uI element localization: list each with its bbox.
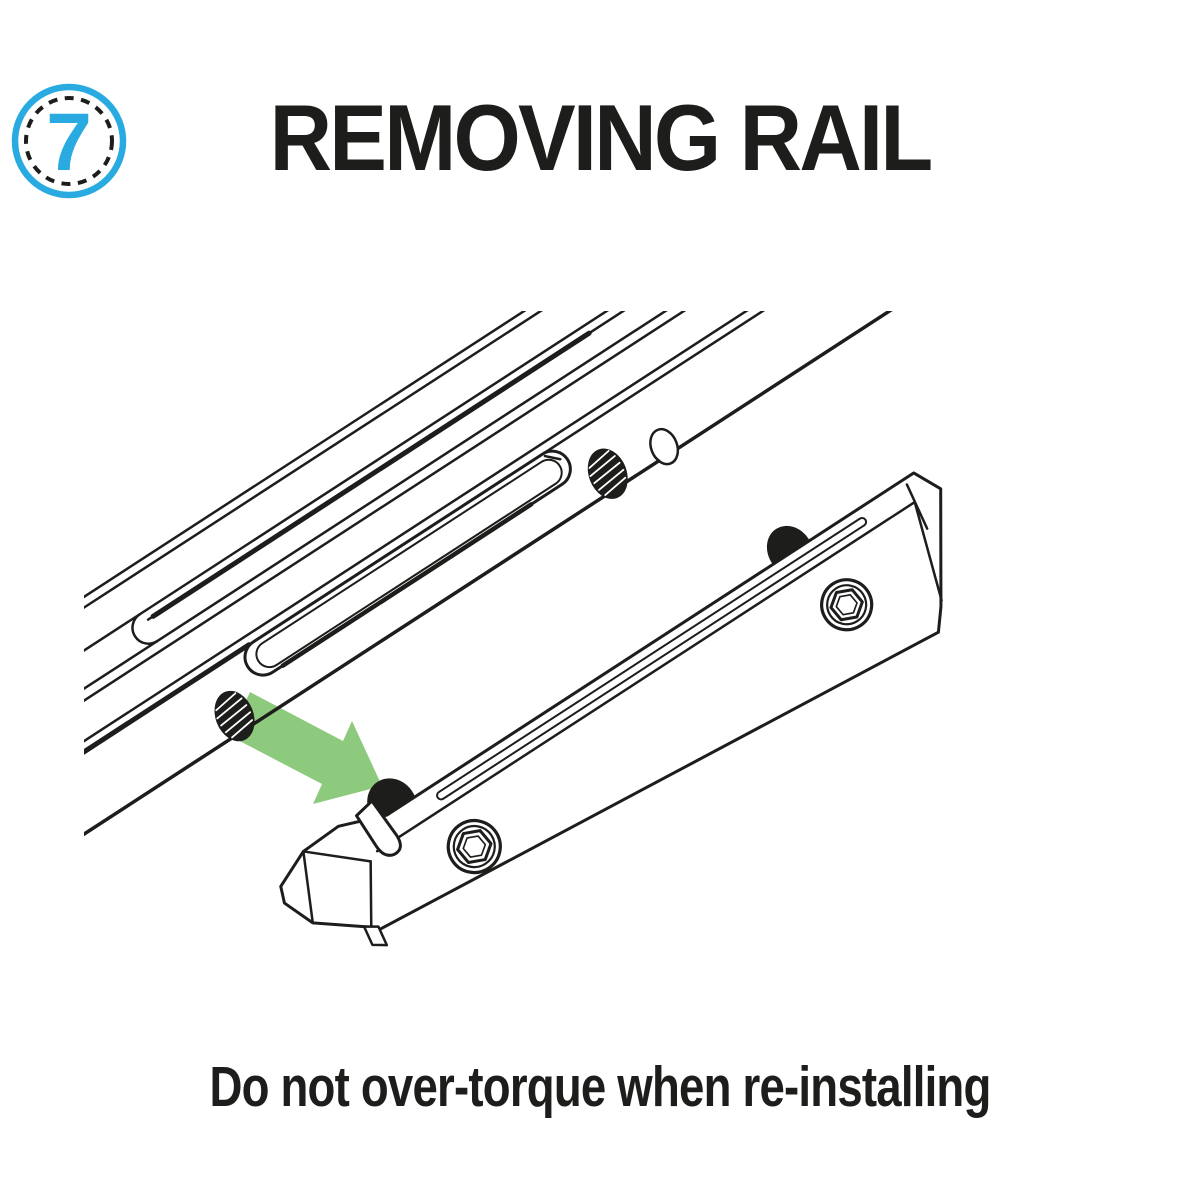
nose-foot-tab — [362, 925, 389, 947]
hex-screw-rear — [820, 578, 874, 632]
step-badge-dashed-ring — [24, 96, 114, 186]
rail-edges — [302, 471, 943, 928]
caption-text: Do not over-torque when re-installing — [209, 1055, 991, 1119]
accessory-rail-section — [279, 471, 943, 947]
handguard-surface — [84, 311, 1064, 980]
threaded-hole-left — [214, 690, 255, 742]
top-slot-sliver — [436, 516, 868, 801]
page-title: REMOVING RAIL — [269, 85, 934, 190]
removal-direction-arrow — [230, 692, 382, 804]
step-badge-ring — [11, 83, 127, 199]
hex-screw-front — [446, 818, 502, 875]
extrusion-ridges — [84, 311, 1064, 980]
counterbore-hole — [649, 427, 680, 466]
step-badge: 7 — [11, 83, 127, 199]
step-number: 7 — [46, 97, 92, 188]
threaded-hole-right — [587, 448, 628, 499]
front-lug-strap — [354, 799, 402, 857]
mlok-slot — [243, 449, 572, 677]
